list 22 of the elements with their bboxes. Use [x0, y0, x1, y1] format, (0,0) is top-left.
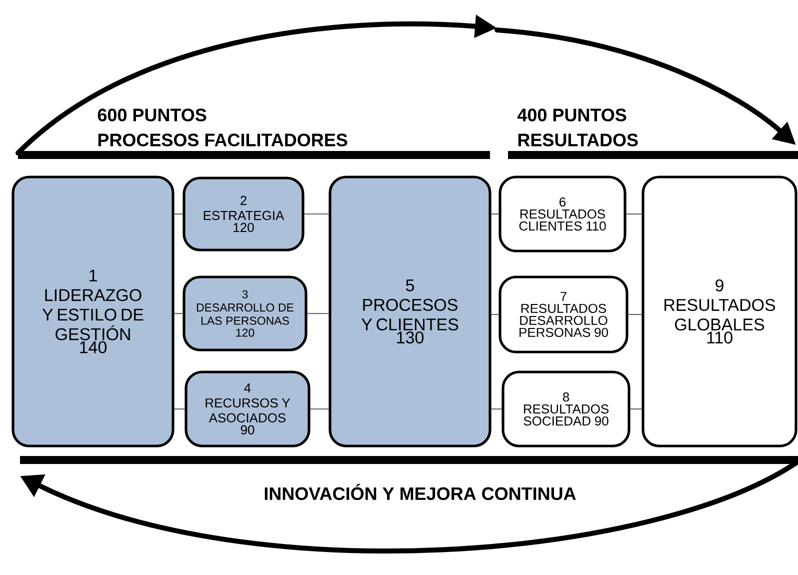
- category-box: 2 ESTRATEGIA 120: [182, 176, 304, 252]
- category-box: 4 RECURSOS Y ASOCIADOS 90: [184, 370, 310, 448]
- heading-label: INNOVACIÓN Y MEJORA CONTINUA: [264, 484, 576, 500]
- heading-label: 400 PUNTOS: [517, 108, 626, 122]
- connector-line: [174, 313, 184, 314]
- heading-label: 600 PUNTOS: [98, 108, 206, 122]
- heading-label: RESULTADOS: [518, 134, 638, 146]
- category-box: 9 RESULTADOS GLOBALES 110: [642, 176, 798, 448]
- category-box: 8 RESULTADOS SOCIEDAD 90: [502, 370, 630, 448]
- connector-line: [628, 314, 642, 315]
- connector-line: [490, 408, 502, 410]
- category-box: 7 RESULTADOS DESARROLLO PERSONAS 90: [498, 276, 628, 354]
- connector-line: [310, 408, 330, 410]
- connector-line: [306, 313, 330, 314]
- connector-line: [630, 408, 642, 410]
- category-box: 3 DESARROLLO DE LAS PERSONAS 120: [182, 276, 308, 352]
- connector-line: [490, 314, 500, 315]
- category-box: 5 PROCESOS Y CLIENTES 130: [328, 176, 492, 448]
- category-box: 6 RESULTADOS CLIENTES 110: [498, 176, 626, 252]
- connector-line: [174, 408, 186, 410]
- heading-label: PROCESOS FACILITADORES: [98, 134, 348, 146]
- category-box: 1 LIDERAZGO Y ESTILO DE GESTIÓN 140: [12, 176, 174, 448]
